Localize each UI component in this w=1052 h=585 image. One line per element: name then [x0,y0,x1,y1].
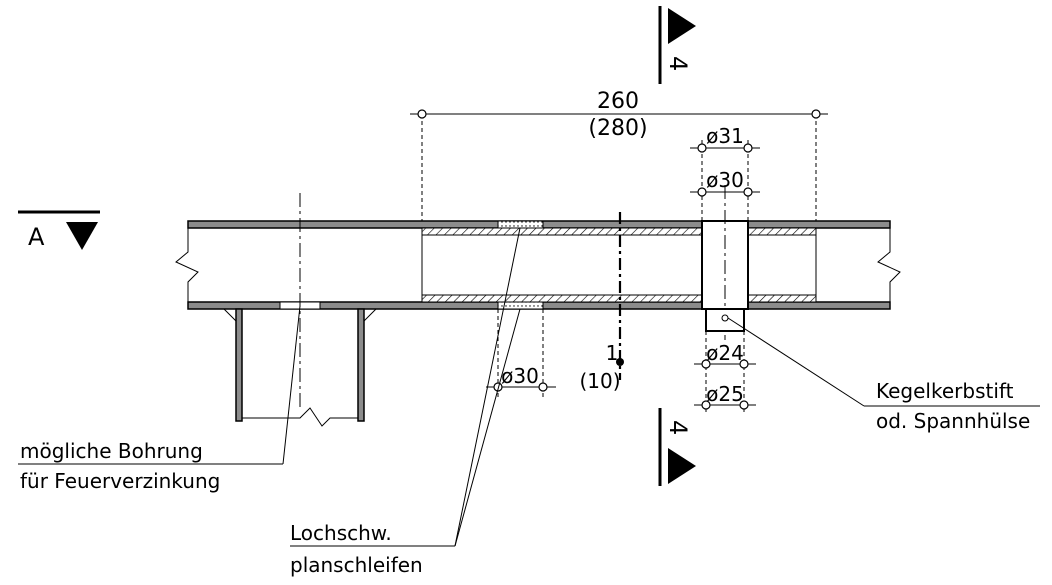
callout-kegel: Kegelkerbstift od. Spannhülse [727,317,1040,433]
dim-280: (280) [588,116,647,141]
hatched-strip-top-left [421,227,703,236]
dim-d24: ø24 [706,341,744,365]
shim-region [421,220,817,310]
hatched-strip-bottom-left [421,294,703,303]
bohrung-line1: mögliche Bohrung [20,439,203,463]
hatched-strip-top-right [747,227,817,236]
hatched-strip-bottom-right [747,294,817,303]
callout-bohrung: mögliche Bohrung für Feuerverzinkung [18,305,301,493]
section-4-bottom-arrow [668,448,696,484]
lochschw-line1: Lochschw. [290,521,392,545]
dim-d25: ø25 [706,382,744,406]
dimension-d30-hole: ø30 [486,309,556,398]
section-4-top-number: 4 [664,56,692,71]
ground-patch-top [497,220,544,229]
right-break-line [877,221,901,309]
dimension-d25: ø25 [694,382,756,410]
ground-patch-bottom [497,301,544,310]
callout-lochschw: Lochschw. planschleifen [290,227,521,577]
dim-gap-alt: (10) [579,369,620,393]
section-4-top-arrow [668,8,696,44]
section-marker-4-top: 4 [658,6,696,84]
dimension-d24: ø24 [694,331,756,412]
section-marker-4-bottom: 4 [658,408,696,486]
section-4-bottom-number: 4 [664,420,692,435]
section-a-arrow [66,222,98,250]
dim-260: 260 [597,89,639,114]
section-a-letter: A [28,223,45,251]
bohrung-line2: für Feuerverzinkung [20,469,220,493]
gap-marker [616,358,624,366]
lower-break-line [242,407,358,427]
pin-assembly [701,185,749,340]
section-marker-a: A [18,210,100,251]
dimension-overall: 260 (280) [410,89,828,221]
dim-d30-hole: ø30 [501,364,539,388]
dimension-d30-top: ø30 [690,168,760,197]
dim-d31: ø31 [706,124,744,148]
left-break-line [175,221,199,309]
kegel-line1: Kegelkerbstift [876,379,1014,403]
pin-hole [721,314,729,322]
lower-support [223,193,377,427]
lochschw-line2: planschleifen [290,553,423,577]
kegel-line2: od. Spannhülse [876,409,1030,433]
dim-d30-top: ø30 [706,168,744,192]
dimension-d31: ø31 [690,124,760,221]
dim-gap: 1 [606,341,619,365]
